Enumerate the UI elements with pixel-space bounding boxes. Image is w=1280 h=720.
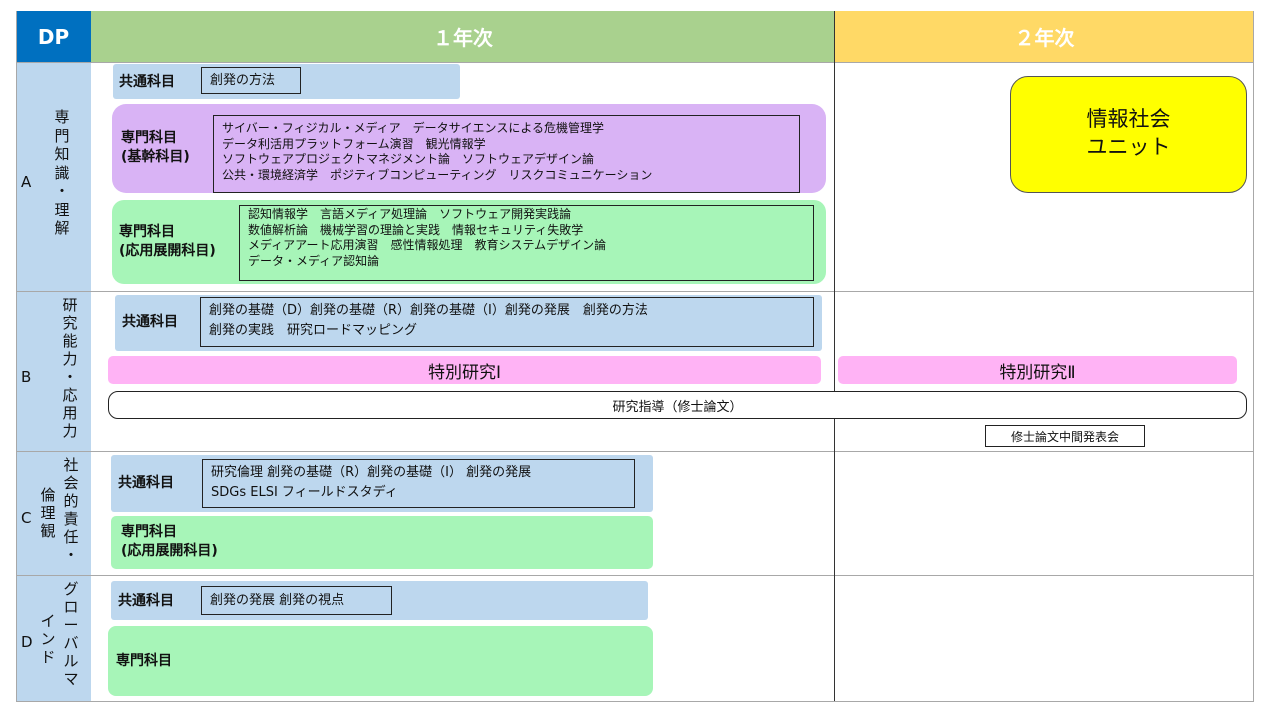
b-common-courses: 創発の基礎（D）創発の基礎（R）創発の基礎（I）創発の発展 創発の方法 創発の実… (200, 297, 814, 347)
d-specialty-label: 専門科目 (116, 653, 172, 669)
grid-line-bottom (16, 701, 1254, 702)
row-letter-c: C (21, 509, 32, 527)
research-guidance-bar: 研究指導（修士論文） (108, 391, 1247, 419)
a-applied-label: 専門科目 (応用展開科目) (119, 224, 216, 259)
year1-header: １年次 (91, 11, 835, 62)
grid-line-left (16, 11, 17, 701)
special-research-1: 特別研究Ⅰ (108, 356, 821, 384)
dp-cell-b (16, 291, 91, 451)
information-society-unit: 情報社会 ユニット (1010, 76, 1247, 193)
grid-line-year-divider (834, 11, 835, 701)
row-letter-a: A (21, 173, 32, 191)
row-label-c-col1: 社 会 的 責 任 ・ (63, 456, 79, 564)
row-label-b: 研 究 能 力 ・ 応 用 力 (62, 296, 78, 440)
d-common-block (111, 581, 648, 620)
row-label-d-col1: グ ロ ー バ ル マ (63, 580, 79, 688)
special-research-2: 特別研究Ⅱ (838, 356, 1237, 384)
thesis-midterm-presentation: 修士論文中間発表会 (985, 425, 1145, 447)
c-common-label: 共通科目 (118, 475, 174, 491)
grid-line-a-top (16, 62, 1254, 63)
b-common-label: 共通科目 (122, 314, 178, 330)
grid-line-b-top (16, 291, 1254, 292)
grid-line-d-top (16, 575, 1254, 576)
a-core-courses: サイバー・フィジカル・メディア データサイエンスによる危機管理学 データ利活用プ… (213, 115, 800, 193)
year2-header: ２年次 (835, 11, 1254, 62)
b-common-block (115, 295, 822, 351)
row-label-a: 専 門 知 識 ・ 理 解 (54, 108, 70, 237)
a-core-block (112, 104, 826, 193)
grid-line-right (1253, 11, 1254, 701)
c-common-courses: 研究倫理 創発の基礎（R）創発の基礎（I） 創発の発展 SDGs ELSI フィ… (202, 459, 635, 508)
d-common-courses: 創発の発展 創発の視点 (201, 586, 392, 615)
c-common-block (111, 455, 653, 512)
c-applied-label: 専門科目 (応用展開科目) (121, 524, 218, 559)
row-letter-b: B (21, 368, 32, 386)
dp-cell-d (16, 575, 91, 701)
grid-line-c-top (16, 451, 1254, 452)
dp-header: DP (16, 11, 91, 62)
row-label-d-col2: イ ン ド (40, 612, 56, 666)
c-applied-block (111, 516, 653, 569)
d-common-label: 共通科目 (118, 593, 174, 609)
dp-cell-c (16, 451, 91, 575)
a-common-label: 共通科目 (119, 74, 175, 90)
d-specialty-block (108, 626, 653, 696)
a-applied-block (112, 200, 826, 284)
row-letter-d: D (21, 633, 33, 651)
row-label-c-col2: 倫 理 観 (40, 486, 56, 540)
a-common-courses: 創発の方法 (201, 67, 301, 94)
dp-cell-a (16, 62, 91, 291)
a-applied-courses: 認知情報学 言語メディア処理論 ソフトウェア開発実践論 数値解析論 機械学習の理… (239, 205, 814, 281)
a-core-label: 専門科目 (基幹科目) (121, 130, 190, 165)
